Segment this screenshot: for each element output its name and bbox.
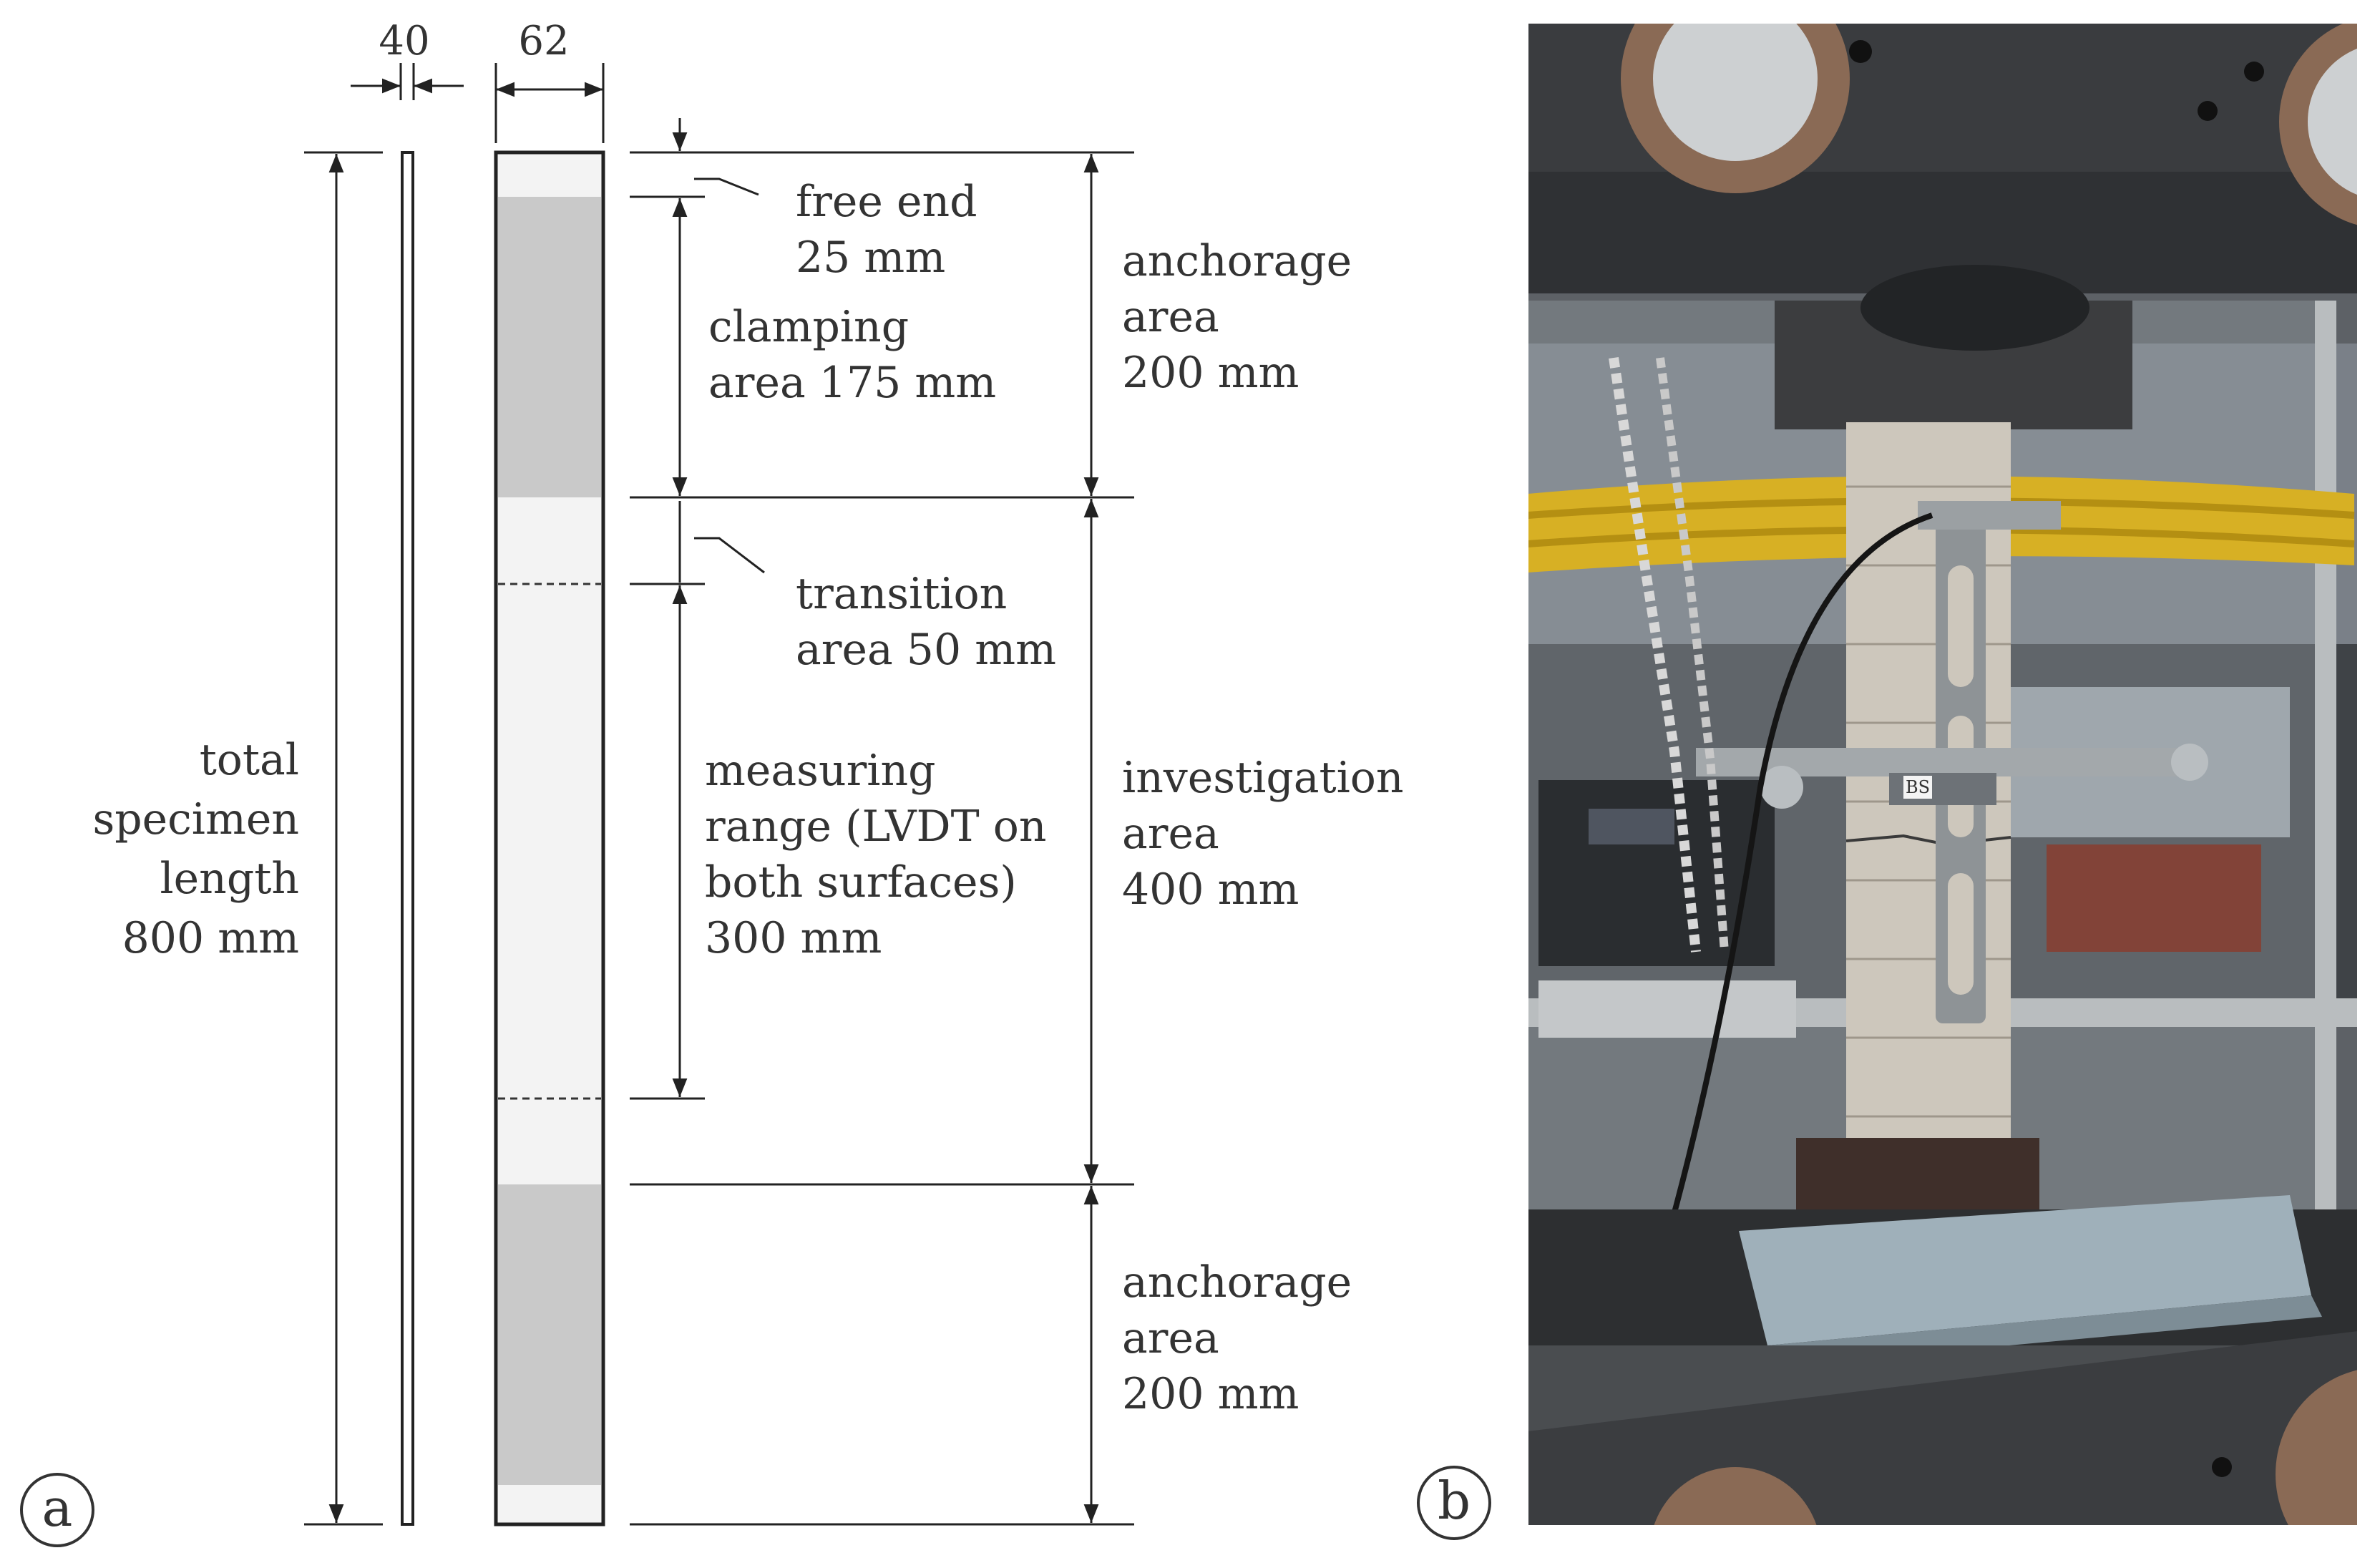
clamp-zone-bottom <box>498 1184 601 1485</box>
clamping-area-label: clamping area 175 mm <box>708 302 996 408</box>
svg-text:both surfaces): both surfaces) <box>705 857 1017 907</box>
svg-text:measuring: measuring <box>705 746 936 796</box>
svg-text:range (LVDT on: range (LVDT on <box>705 802 1047 852</box>
panel-a: 40 62 total specimen le <box>20 18 1404 1547</box>
panel-b-label: b <box>1417 1466 1491 1540</box>
svg-text:400 mm: 400 mm <box>1122 865 1299 915</box>
anchorage-top-label: anchorage area 200 mm <box>1122 236 1352 398</box>
clamp-zone-top <box>498 197 601 497</box>
svg-text:transition: transition <box>796 569 1007 619</box>
reference-lines <box>630 151 1134 1526</box>
svg-text:free end: free end <box>796 177 977 227</box>
svg-text:a: a <box>42 1478 73 1538</box>
svg-text:length: length <box>160 854 299 904</box>
svg-text:800 mm: 800 mm <box>122 913 299 963</box>
svg-text:200 mm: 200 mm <box>1122 348 1299 398</box>
measuring-range-label: measuring range (LVDT on both surfaces) … <box>705 746 1047 963</box>
total-length-dimension <box>304 151 383 1526</box>
svg-text:25 mm: 25 mm <box>796 233 945 283</box>
thickness-value: 40 <box>379 18 429 64</box>
free-end-dimension <box>672 118 759 196</box>
svg-text:total: total <box>200 735 299 785</box>
anchorage-bottom-label: anchorage area 200 mm <box>1122 1257 1352 1419</box>
free-end-label: free end 25 mm <box>796 177 977 283</box>
svg-text:200 mm: 200 mm <box>1122 1369 1299 1419</box>
panel-a-label: a <box>20 1473 94 1547</box>
svg-text:area: area <box>1122 292 1219 342</box>
transition-area-dimension <box>678 501 765 583</box>
specimen-side-view <box>401 151 414 1526</box>
svg-text:area: area <box>1122 1313 1219 1363</box>
svg-text:investigation: investigation <box>1122 753 1404 803</box>
total-length-label: total specimen length 800 mm <box>92 735 299 963</box>
panel-b-photo: BS <box>1527 22 2359 1526</box>
investigation-area-label: investigation area 400 mm <box>1122 753 1404 915</box>
svg-text:area 175 mm: area 175 mm <box>708 358 996 408</box>
svg-text:area 50 mm: area 50 mm <box>796 625 1056 675</box>
svg-text:anchorage: anchorage <box>1122 236 1352 286</box>
transition-area-label: transition area 50 mm <box>796 569 1056 675</box>
width-dimension <box>494 63 605 143</box>
specimen-front-view <box>494 150 605 1526</box>
thickness-dimension <box>351 63 464 100</box>
svg-text:anchorage: anchorage <box>1122 1257 1352 1308</box>
svg-text:area: area <box>1122 809 1219 859</box>
width-value: 62 <box>518 18 569 64</box>
svg-text:specimen: specimen <box>92 794 299 844</box>
svg-text:b: b <box>1438 1471 1471 1531</box>
svg-text:clamping: clamping <box>708 302 909 352</box>
svg-text:300 mm: 300 mm <box>705 913 882 963</box>
lvdt-plate-label: BS <box>1906 777 1930 797</box>
